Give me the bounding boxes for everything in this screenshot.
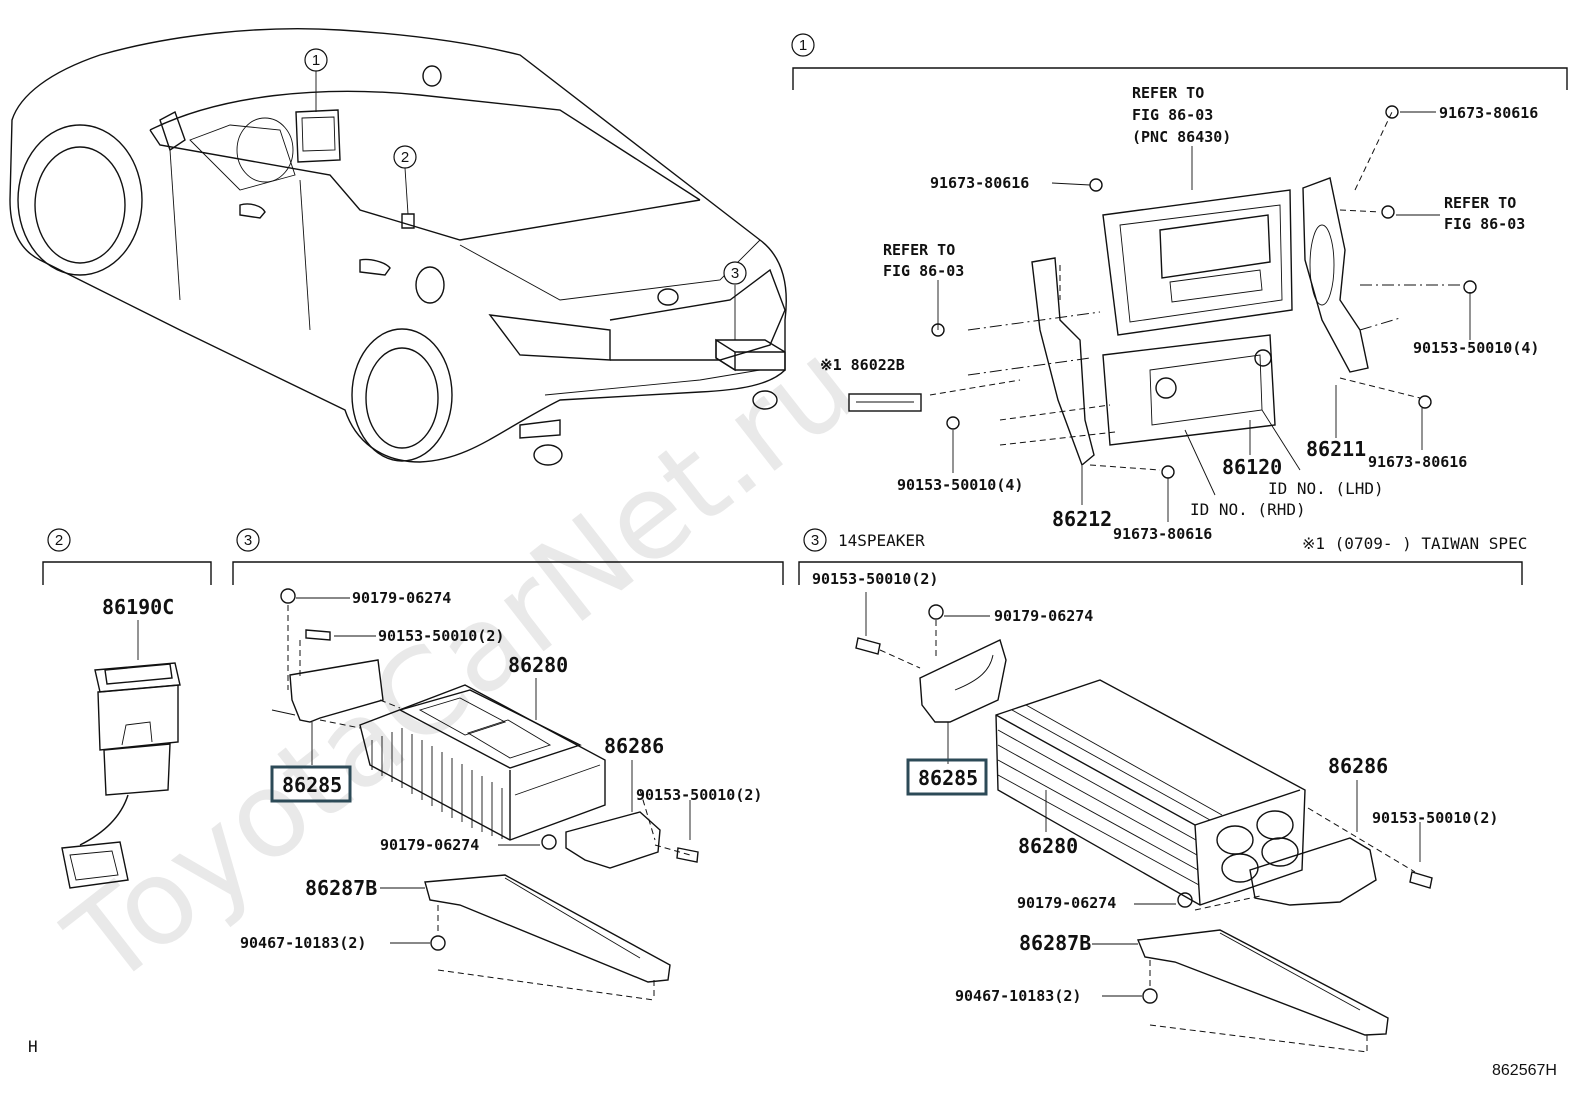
label-fig-1: FIG 86-03 bbox=[1132, 106, 1213, 124]
corner-h-label: H bbox=[28, 1037, 38, 1056]
label-86280-b: 86280 bbox=[1018, 834, 1078, 858]
label-86212: 86212 bbox=[1052, 507, 1112, 531]
label-86190c: 86190C bbox=[102, 595, 174, 619]
label-14speaker: 14SPEAKER bbox=[838, 531, 925, 550]
car-illustration: 1 2 3 bbox=[9, 28, 787, 466]
label-86286-b: 86286 bbox=[1328, 754, 1388, 778]
section-3-14speaker: 3 14SPEAKER 90153-50010(2) 90179-06274 8… bbox=[798, 528, 1523, 1053]
label-taiwan-spec: ※1 (0709- ) TAIWAN SPEC bbox=[1302, 534, 1527, 553]
label-86211: 86211 bbox=[1306, 437, 1366, 461]
label-id-rhd: ID NO. (RHD) bbox=[1190, 500, 1306, 519]
label-86287b-a: 86287B bbox=[305, 876, 377, 900]
label-refer-to-3: REFER TO bbox=[883, 241, 955, 259]
section-3b-marker: 3 bbox=[811, 532, 819, 549]
label-90179-06274-a: 90179-06274 bbox=[352, 589, 451, 607]
label-90153-50010-4-a: 90153-50010(4) bbox=[1413, 339, 1539, 357]
label-86287b-b: 86287B bbox=[1019, 931, 1091, 955]
label-90467-10183-2-b: 90467-10183(2) bbox=[955, 987, 1081, 1005]
label-91673-80616-d: 91673-80616 bbox=[1113, 525, 1212, 543]
label-refer-to-2: REFER TO bbox=[1444, 194, 1516, 212]
section-1-head-unit: 1 REFER TO FIG 86-03 (PNC 86430) 91673-8… bbox=[791, 33, 1568, 553]
section-2-marker: 2 bbox=[55, 532, 63, 549]
label-90153-50010-2-d: 90153-50010(2) bbox=[1372, 809, 1498, 827]
callout-2: 2 bbox=[401, 149, 409, 166]
label-90153-50010-2-a: 90153-50010(2) bbox=[378, 627, 504, 645]
label-86285-a: 86285 bbox=[282, 773, 342, 797]
section-3-marker: 3 bbox=[244, 532, 252, 549]
section-2-switch: 2 86190C bbox=[42, 528, 212, 889]
label-86022b: ※1 86022B bbox=[820, 356, 905, 374]
label-86285-b: 86285 bbox=[918, 766, 978, 790]
label-90179-06274-b: 90179-06274 bbox=[380, 836, 479, 854]
label-86280-a: 86280 bbox=[508, 653, 568, 677]
label-86286-a: 86286 bbox=[604, 734, 664, 758]
label-90467-10183-2-a: 90467-10183(2) bbox=[240, 934, 366, 952]
section-3-amplifier: 3 90179-06274 90153-50010(2) 86285 86280 bbox=[232, 528, 784, 1001]
label-90153-50010-2-b: 90153-50010(2) bbox=[636, 786, 762, 804]
label-91673-80616-a: 91673-80616 bbox=[1439, 104, 1538, 122]
label-90153-50010-4-b: 90153-50010(4) bbox=[897, 476, 1023, 494]
label-90153-50010-2-c: 90153-50010(2) bbox=[812, 570, 938, 588]
label-pnc: (PNC 86430) bbox=[1132, 128, 1231, 146]
label-91673-80616-c: 91673-80616 bbox=[1368, 453, 1467, 471]
label-fig-2: FIG 86-03 bbox=[1444, 215, 1525, 233]
label-90179-06274-d: 90179-06274 bbox=[1017, 894, 1116, 912]
label-fig-3: FIG 86-03 bbox=[883, 262, 964, 280]
label-91673-80616-b: 91673-80616 bbox=[930, 174, 1029, 192]
callout-3: 3 bbox=[731, 265, 739, 282]
figure-id: 862567H bbox=[1492, 1062, 1557, 1079]
label-90179-06274-c: 90179-06274 bbox=[994, 607, 1093, 625]
section-1-marker: 1 bbox=[799, 37, 807, 54]
label-refer-to-1: REFER TO bbox=[1132, 84, 1204, 102]
label-id-lhd: ID NO. (LHD) bbox=[1268, 479, 1384, 498]
callout-1: 1 bbox=[312, 52, 320, 69]
label-86120: 86120 bbox=[1222, 455, 1282, 479]
